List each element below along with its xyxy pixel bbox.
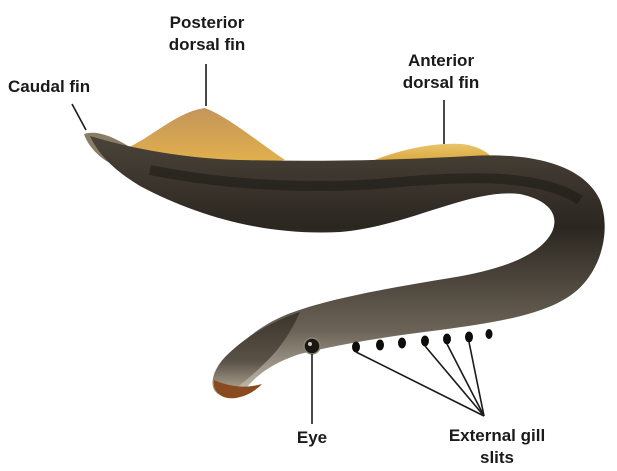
gill-slit (398, 338, 406, 349)
label-anterior-line-1: Anterior (386, 50, 496, 72)
label-external-gill-slits: External gill slits (434, 425, 560, 469)
leader-caudal (72, 104, 86, 130)
label-gill-line-1: External gill (434, 425, 560, 447)
leader-gill-3 (447, 344, 484, 416)
gill-slit (421, 336, 429, 347)
label-eye: Eye (290, 427, 334, 449)
label-caudal-fin: Caudal fin (8, 76, 90, 98)
label-gill-line-2: slits (434, 447, 560, 469)
gill-slit (376, 340, 384, 351)
label-anterior-dorsal-fin: Anterior dorsal fin (386, 50, 496, 94)
gill-slit (486, 329, 493, 339)
leader-gill-4 (469, 342, 484, 416)
label-posterior-line-1: Posterior (148, 12, 266, 34)
gill-slit (352, 342, 360, 353)
gill-slit (443, 334, 451, 345)
label-anterior-line-2: dorsal fin (386, 72, 496, 94)
leader-gill-2 (425, 346, 484, 416)
label-posterior-line-2: dorsal fin (148, 34, 266, 56)
label-posterior-dorsal-fin: Posterior dorsal fin (148, 12, 266, 56)
leader-gill-1 (356, 352, 484, 416)
gill-slit (465, 332, 473, 343)
leader-lines (72, 64, 484, 424)
eye-mark (304, 338, 320, 354)
